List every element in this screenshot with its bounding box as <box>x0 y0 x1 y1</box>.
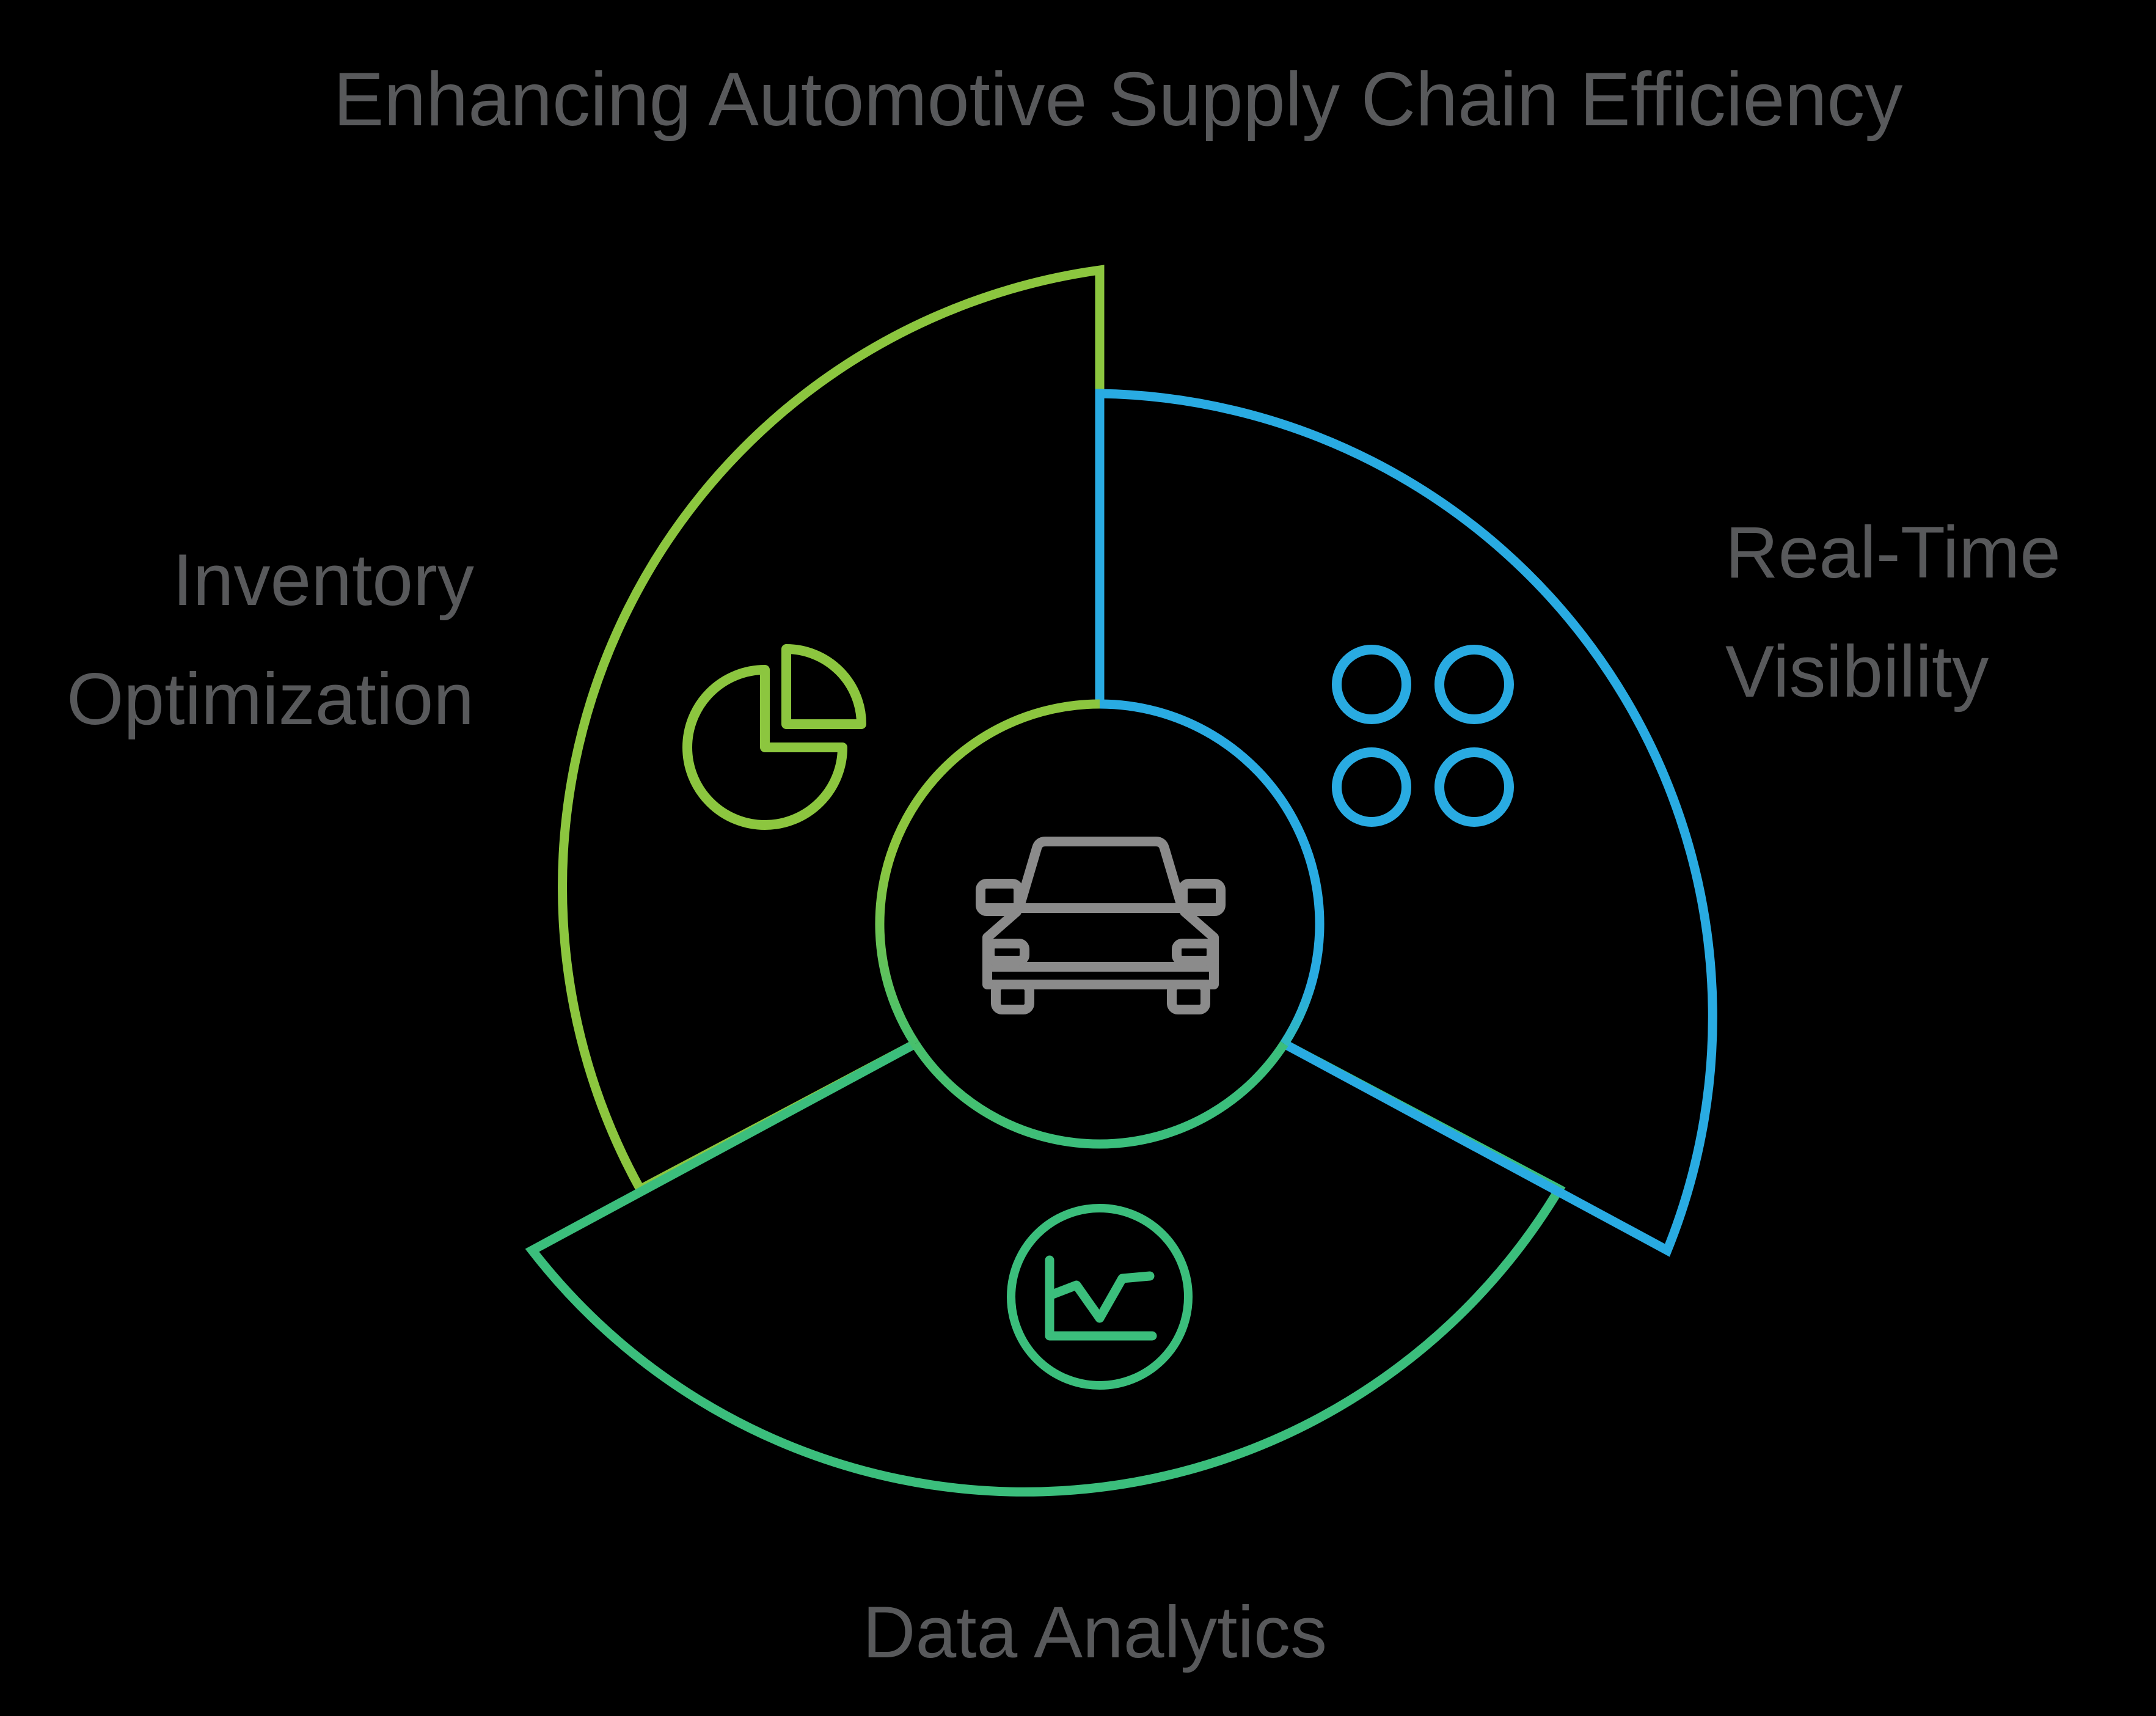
dot-circle-bottom-left <box>1332 747 1411 827</box>
segment-blade-inventory-optimization <box>558 265 1105 1196</box>
line-chart-axes <box>1045 1255 1157 1341</box>
center-circle-arc-bottom <box>911 1041 1288 1149</box>
line-chart-circle <box>1007 1204 1193 1390</box>
pie-chart-slice <box>781 644 866 729</box>
segment-label-real-time-visibility: Real-Time Visibility <box>1725 512 2061 713</box>
dot-circle-top-right <box>1434 645 1514 724</box>
line-chart-icon <box>1007 1204 1193 1390</box>
inventory-label-line1: Inventory <box>172 539 474 621</box>
visibility-label-line2: Visibility <box>1725 631 1989 713</box>
pie-chart-body <box>682 665 847 830</box>
segment-blade-data-analytics <box>525 1040 1566 1497</box>
segment-label-data-analytics: Data Analytics <box>863 1591 1327 1673</box>
car-icon <box>976 837 1226 1014</box>
segment-label-inventory-optimization: Inventory Optimization <box>67 539 474 740</box>
dot-circle-top-left <box>1332 645 1411 724</box>
center-circle-arc-right <box>1099 699 1325 1047</box>
car-wheel-left <box>991 980 1034 1014</box>
car-roof <box>1014 837 1187 913</box>
car-headlight-left <box>985 939 1029 966</box>
car-wheel-right <box>1167 980 1210 1014</box>
car-mirror-right <box>1178 879 1226 916</box>
line-chart-polyline <box>1048 1271 1155 1323</box>
page-title: Enhancing Automotive Supply Chain Effici… <box>334 57 1903 142</box>
segment-blade-real-time-visibility <box>1095 389 1717 1257</box>
pie-chart-icon <box>682 644 866 830</box>
car-mirror-left <box>976 879 1023 916</box>
visibility-label-line1: Real-Time <box>1725 512 2061 593</box>
center-circle <box>875 699 1325 1149</box>
inventory-label-line2: Optimization <box>67 658 474 740</box>
car-body <box>982 907 1219 989</box>
dot-circle-bottom-right <box>1434 747 1514 827</box>
car-headlight-right <box>1172 939 1216 966</box>
center-circle-arc-left <box>875 699 1100 1047</box>
four-circles-icon <box>1332 645 1514 827</box>
